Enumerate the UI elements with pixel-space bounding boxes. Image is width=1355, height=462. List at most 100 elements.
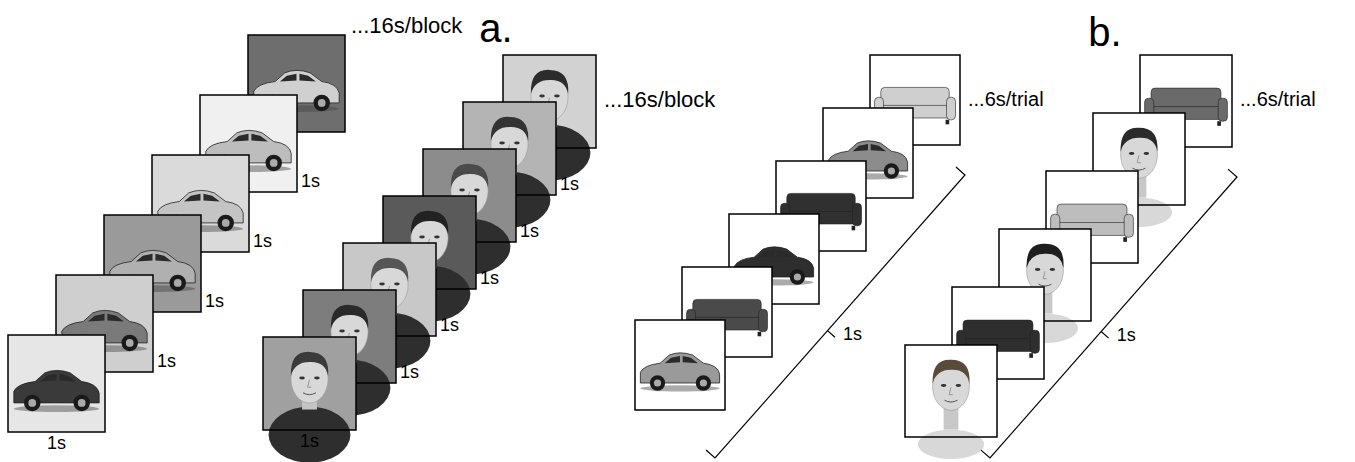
duration-label: 1s [157, 352, 176, 372]
sofa-arm [853, 203, 862, 226]
car-wheel [884, 163, 899, 178]
sofa-arm [759, 309, 768, 332]
eye [419, 235, 425, 238]
eye [314, 376, 320, 379]
image-stack [263, 55, 596, 462]
car-hub [318, 99, 326, 107]
sofa-arm [1030, 330, 1039, 353]
sofa-leg [758, 332, 762, 337]
hair [933, 360, 970, 384]
photo-frame [905, 345, 997, 437]
car-wheel [217, 215, 233, 231]
mouth [1039, 284, 1052, 286]
duration-label: 1s [301, 172, 320, 192]
duration-label: 1s [205, 292, 224, 312]
eye [499, 141, 505, 144]
duration-label: 1s [300, 432, 319, 452]
car-window [759, 250, 774, 257]
shoulders [918, 430, 984, 459]
bracket-tick [1101, 332, 1109, 339]
hair [331, 305, 368, 329]
panel-letter: a. [479, 6, 512, 50]
eye [956, 384, 962, 387]
face-photo [905, 345, 997, 459]
image-stack [905, 55, 1232, 459]
car-photo [635, 320, 725, 410]
hair [411, 211, 448, 235]
sofa-leg [1029, 353, 1033, 358]
eye [1144, 152, 1150, 155]
car-wheel [265, 155, 281, 171]
car-hub [888, 167, 895, 174]
eye [539, 94, 545, 97]
car-wheel [790, 269, 805, 284]
eye [394, 282, 400, 285]
eye [1129, 152, 1135, 155]
duration-label: 1s [520, 222, 539, 242]
duration-label: 1s [1117, 326, 1136, 346]
car-wheel [73, 395, 89, 411]
hair [371, 258, 408, 282]
car-hub [794, 273, 801, 280]
panel-letter: b. [1088, 10, 1121, 54]
eye [379, 282, 385, 285]
hair [491, 117, 528, 141]
face-photo [263, 337, 356, 462]
nose [1043, 271, 1047, 278]
car-window [777, 250, 792, 257]
car-wheel [24, 395, 40, 411]
duration-label: 1s [843, 325, 862, 345]
eye [1050, 268, 1056, 271]
block-duration: ...16s/block [604, 88, 715, 112]
sofa-leg [946, 120, 950, 125]
duration-label: 1s [253, 232, 272, 252]
eye [941, 384, 947, 387]
hair [451, 164, 488, 188]
car-hub [28, 399, 36, 407]
nose [949, 387, 953, 394]
eye [354, 329, 360, 332]
car-window [40, 374, 56, 382]
eye [434, 235, 440, 238]
car-window [280, 74, 296, 82]
nose [308, 380, 312, 387]
car-window [299, 74, 315, 82]
car-wheel [313, 95, 329, 111]
car-window [251, 134, 267, 142]
sofa-leg [1123, 237, 1127, 242]
hair [291, 352, 328, 376]
bracket-tick [828, 331, 835, 338]
car-window [232, 134, 248, 142]
hair [531, 70, 568, 94]
photo-frame [635, 320, 725, 410]
eye [554, 94, 560, 97]
sofa-leg [1217, 121, 1221, 126]
car-hub [222, 219, 230, 227]
photo-background [8, 335, 105, 432]
car-wheel [696, 375, 711, 390]
mouth [945, 400, 958, 402]
sofa-arm [1218, 98, 1227, 121]
mouth [303, 393, 316, 395]
car-window [871, 144, 886, 151]
sofa-arm [1124, 214, 1133, 237]
duration-label: 1s [440, 316, 459, 336]
car-window [203, 194, 219, 202]
photo-background [635, 320, 725, 410]
car-hub [700, 379, 707, 386]
car-window [853, 144, 868, 151]
car-window [136, 254, 152, 262]
photo-background [905, 345, 997, 437]
photo-frame [8, 335, 105, 432]
mouth [1133, 168, 1146, 170]
duration-label: 1s [560, 175, 579, 195]
eye [514, 141, 520, 144]
car-hub [174, 279, 182, 287]
car-window [683, 356, 698, 363]
car-wheel [121, 335, 137, 351]
hair [1027, 244, 1064, 268]
car-wheel [169, 275, 185, 291]
sofa-arm [947, 97, 956, 120]
